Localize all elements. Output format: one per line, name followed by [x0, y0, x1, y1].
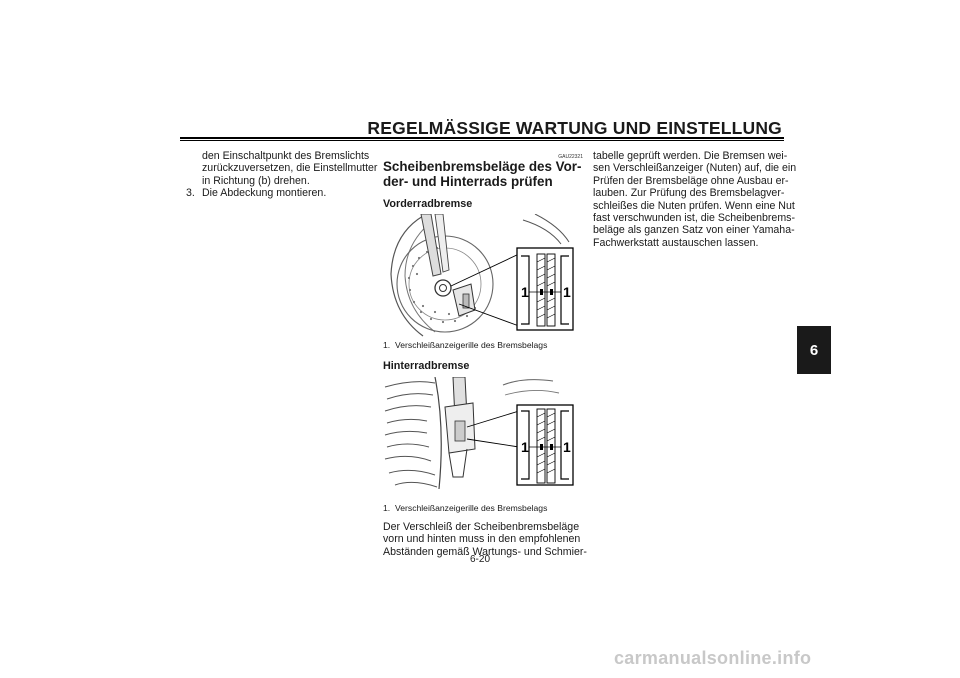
- rear-label-right: 1: [563, 439, 571, 455]
- continuation-line-1: den Einschaltpunkt des Bremslichts: [202, 150, 370, 162]
- paragraph-line: Abständen gemäß Wartungs- und Schmier-: [383, 545, 587, 558]
- step-3: 3. Die Abdeckung montieren.: [186, 187, 372, 199]
- paragraph-line: schleißes die Nuten prüfen. Wenn eine Nu…: [593, 199, 795, 212]
- chapter-tab: 6: [797, 326, 831, 374]
- column-2-paragraph: Der Verschleiß der Scheibenbremsbeläge v…: [383, 520, 587, 558]
- column-2: GAU22321 Scheibenbremsbeläge des Vor- de…: [383, 150, 587, 558]
- rear-caption-number: 1.: [383, 502, 391, 513]
- column-1: den Einschaltpunkt des Bremslichts zurüc…: [186, 150, 378, 200]
- rear-label-left: 1: [521, 439, 529, 455]
- watermark: carmanualsonline.info: [614, 648, 812, 668]
- rear-caption-text: Verschleißanzeigerille des Bremsbelags: [395, 502, 548, 513]
- paragraph-line: tabelle geprüft werden. Die Bremsen wei-: [593, 150, 788, 162]
- step-text: Die Abdeckung montieren.: [202, 187, 327, 200]
- page-header-title: REGELMÄSSIGE WARTUNG UND EINSTELLUNG: [367, 118, 782, 138]
- front-caption-text: Verschleißanzeigerille des Bremsbelags: [395, 340, 548, 351]
- section-title-line-2: der- und Hinterrads prüfen: [383, 173, 553, 189]
- continuation-line-2: zurückzuversetzen, die Einstellmutter: [202, 162, 378, 175]
- paragraph-line: vorn und hinten muss in den empfohlenen: [383, 533, 581, 546]
- front-caption: 1. Verschleißanzeigerille des Bremsbelags: [383, 340, 583, 351]
- paragraph-line: Der Verschleiß der Scheibenbremsbeläge: [383, 520, 580, 533]
- front-brake-heading: Vorderradbremse: [383, 198, 473, 210]
- front-brake-figure: 1 1: [383, 214, 581, 338]
- paragraph-line: Prüfen der Bremsbeläge ohne Ausbau er-: [593, 174, 789, 187]
- page-number: 6-20: [470, 554, 491, 565]
- paragraph-line: sen Verschleißanzeiger (Nuten) auf, die …: [593, 162, 797, 175]
- paragraph-line: fast verschwunden ist, die Scheibenbrems…: [593, 212, 795, 225]
- section-code: GAU22321: [558, 154, 583, 160]
- header-rule: [180, 137, 784, 141]
- front-caption-number: 1.: [383, 340, 391, 351]
- column-3: tabelle geprüft werden. Die Bremsen wei-…: [593, 150, 797, 249]
- rear-brake-heading: Hinterradbremse: [383, 360, 470, 373]
- front-label-left: 1: [521, 284, 529, 300]
- paragraph-line: beläge als ganzen Satz von einer Yamaha-: [593, 224, 795, 237]
- paragraph-line: lauben. Zur Prüfung des Bremsbelagver-: [593, 187, 785, 200]
- section-title-line-1: Scheibenbremsbeläge des Vor-: [383, 159, 582, 174]
- rear-caption: 1. Verschleißanzeigerille des Bremsbelags: [383, 503, 583, 514]
- front-brake-illustration: 1 1: [390, 214, 574, 337]
- front-label-right: 1: [563, 284, 571, 300]
- rear-brake-figure: 1 1: [383, 376, 581, 501]
- paragraph-line: Fachwerkstatt austauschen lassen.: [593, 236, 759, 249]
- step-number: 3.: [186, 187, 195, 200]
- continuation-line-3: in Richtung (b) drehen.: [202, 174, 310, 187]
- rear-brake-illustration: 1 1: [384, 376, 574, 489]
